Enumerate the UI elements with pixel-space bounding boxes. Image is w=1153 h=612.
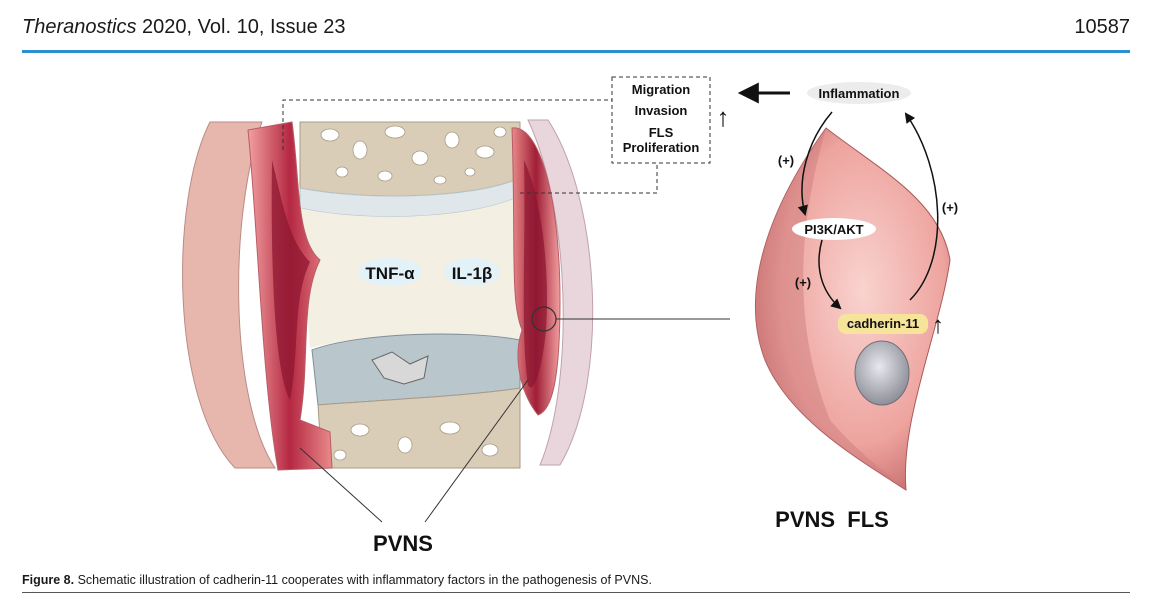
pvns-fls-label: PVNS FLS bbox=[775, 507, 889, 532]
page-number: 10587 bbox=[1074, 16, 1130, 38]
outcome-box bbox=[611, 76, 711, 164]
caption-rule bbox=[22, 592, 1130, 593]
cadherin-label: cadherin-11 bbox=[847, 316, 919, 331]
left-synovium-inflamed bbox=[271, 160, 310, 400]
inflammation-pill bbox=[807, 82, 911, 104]
journal-volume-issue: 2020, Vol. 10, Issue 23 bbox=[136, 16, 346, 38]
pi3k-to-cadherin-arrow bbox=[818, 239, 842, 310]
inflammation-to-pi3k-arrow bbox=[797, 111, 833, 217]
caption-label: Figure 8. bbox=[22, 573, 75, 587]
box-line-proliferation: Proliferation bbox=[623, 140, 700, 155]
upper-bone-pores bbox=[320, 125, 507, 185]
cadherin-up-arrow-icon: ↑ bbox=[932, 312, 944, 339]
il1b-oval bbox=[444, 258, 500, 286]
pi3k-label: PI3K/AKT bbox=[804, 222, 863, 237]
tnf-alpha-oval bbox=[358, 258, 422, 286]
page-header: Theranostics 2020, Vol. 10, Issue 23 105… bbox=[22, 12, 1130, 42]
figure-caption: Figure 8. Schematic illustration of cadh… bbox=[22, 573, 1130, 587]
caption-text: Schematic illustration of cadherin-11 co… bbox=[74, 573, 652, 587]
box-line-migration: Migration bbox=[632, 82, 691, 97]
plus-label-1: (+) bbox=[778, 153, 794, 168]
il1b-label: IL-1β bbox=[452, 264, 493, 283]
box-connectors bbox=[282, 99, 658, 194]
inflammation-label: Inflammation bbox=[819, 86, 900, 101]
joint-capsule-left bbox=[182, 121, 276, 469]
cell-nucleus bbox=[854, 340, 910, 406]
pi3k-pill bbox=[792, 218, 876, 240]
header-rule bbox=[22, 50, 1130, 53]
lower-bone-pores bbox=[333, 421, 499, 461]
lower-bone bbox=[317, 387, 521, 469]
joint-illustration: TNF-α IL-1β bbox=[182, 119, 594, 471]
journal-citation: Theranostics 2020, Vol. 10, Issue 23 bbox=[22, 16, 346, 39]
pvns-label: PVNS bbox=[373, 531, 433, 556]
cartilage-erosion bbox=[371, 351, 429, 385]
box-up-arrow-icon: ↑ bbox=[717, 102, 730, 132]
cadherin-to-inflammation-arrow bbox=[904, 112, 939, 301]
plus-label-2: (+) bbox=[942, 200, 958, 215]
box-line-fls: FLS bbox=[649, 125, 674, 140]
plus-label-3: (+) bbox=[795, 275, 811, 290]
box-line-invasion: Invasion bbox=[635, 103, 688, 118]
fls-cell bbox=[755, 127, 951, 491]
tnf-alpha-label: TNF-α bbox=[365, 264, 415, 283]
pvns-pointers bbox=[299, 379, 529, 523]
cadherin-highlight bbox=[838, 314, 928, 334]
journal-name: Theranostics bbox=[22, 16, 137, 38]
